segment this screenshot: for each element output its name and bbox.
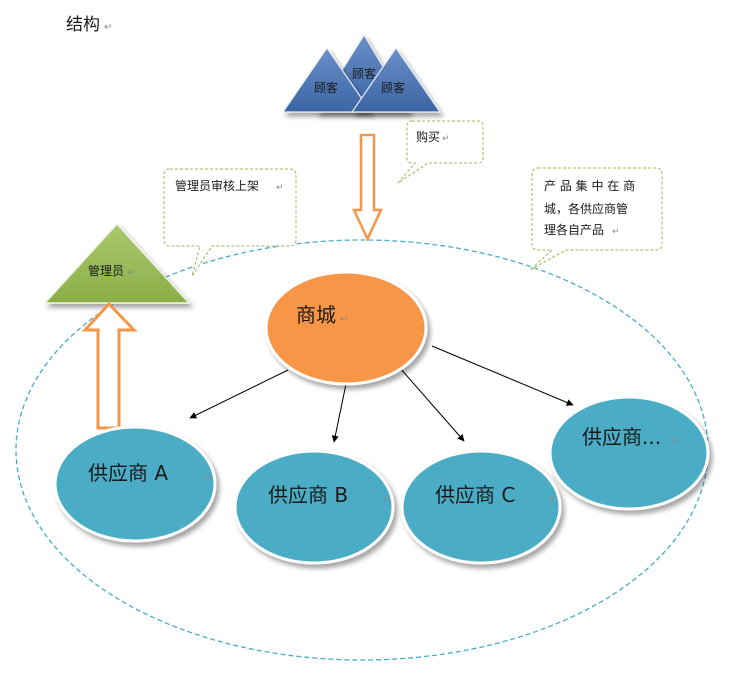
paragraph-mark: ↵ xyxy=(340,314,348,325)
mall-label: 商城 xyxy=(296,303,336,327)
paragraph-mark: ↵ xyxy=(127,268,135,278)
supplier-more-node: 供应商... ↵ xyxy=(548,395,710,511)
distribution-arrows xyxy=(189,345,574,443)
review-callout: 管理员审核上架 ↵ xyxy=(163,168,297,277)
paragraph-mark: ↵ xyxy=(383,494,391,505)
customer-label-right: 顾客 xyxy=(381,80,405,95)
paragraph-mark: ↵ xyxy=(442,134,450,144)
arrow-to-supplier-c xyxy=(399,367,465,442)
note-line-3: 理各自产品 xyxy=(544,222,604,237)
note-line-2: 城，各供应商管 xyxy=(544,201,628,216)
paragraph-mark: ↵ xyxy=(276,183,284,193)
mall-ellipse xyxy=(264,270,428,386)
paragraph-mark: ↵ xyxy=(672,436,680,447)
buy-callout: 购买 ↵ xyxy=(397,120,484,184)
paragraph-mark: ↵ xyxy=(612,227,620,237)
paragraph-mark: ↵ xyxy=(104,22,112,33)
supplier-more-label: 供应商... xyxy=(582,425,661,449)
admin-node: 管理员 ↵ xyxy=(43,222,191,304)
supplier-more-ellipse xyxy=(548,395,710,511)
supplier-c-label: 供应商 C xyxy=(435,483,515,507)
admin-triangle xyxy=(43,222,191,304)
customer-label-left: 顾客 xyxy=(314,80,338,95)
customer-triangle-right xyxy=(350,46,442,113)
customer-label-back: 顾客 xyxy=(352,66,376,81)
arrow-to-supplier-a xyxy=(189,369,289,419)
note-callout: 产 品 集 中 在 商 城，各供应商管 理各自产品 ↵ xyxy=(529,167,663,271)
review-arrow xyxy=(81,301,138,430)
buy-callout-text: 购买 xyxy=(416,129,440,144)
admin-label: 管理员 xyxy=(88,263,124,278)
arrow-to-supplier-b xyxy=(331,383,347,443)
customer-group: 顾客 顾客 顾客 xyxy=(281,33,442,113)
supplier-c-node: 供应商 C ↵ xyxy=(400,449,562,565)
paragraph-mark: ↵ xyxy=(204,472,212,483)
mall-node: 商城 ↵ xyxy=(264,270,428,386)
supplier-b-ellipse xyxy=(233,449,395,565)
supplier-a-label: 供应商 A xyxy=(88,461,168,485)
note-line-1: 产 品 集 中 在 商 xyxy=(544,178,635,193)
supplier-a-node: 供应商 A ↵ xyxy=(53,425,217,543)
supplier-b-label: 供应商 B xyxy=(268,483,348,507)
review-callout-text: 管理员审核上架 xyxy=(175,178,259,193)
customer-triangle-left xyxy=(281,46,373,113)
supplier-c-ellipse xyxy=(400,449,562,565)
paragraph-mark: ↵ xyxy=(548,494,556,505)
arrow-to-supplier-more xyxy=(431,345,574,406)
supplier-b-node: 供应商 B ↵ xyxy=(233,449,395,565)
buy-arrow xyxy=(352,133,383,242)
supplier-a-ellipse xyxy=(53,425,217,543)
diagram-title: 结构 xyxy=(66,15,100,35)
